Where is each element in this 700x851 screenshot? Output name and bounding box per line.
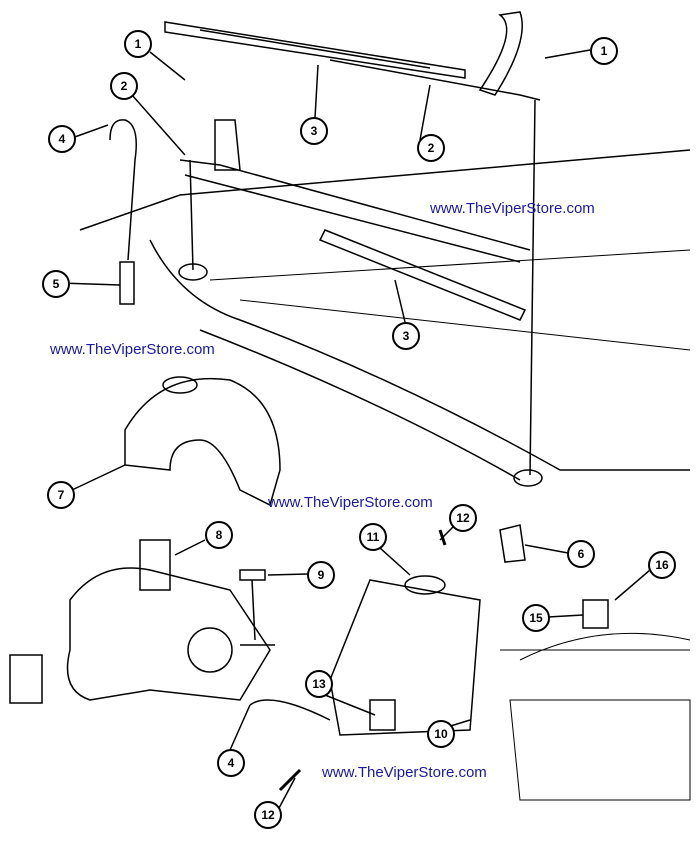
callout-4-hose-lower: 4 <box>217 749 245 777</box>
callout-10: 10 <box>427 720 455 748</box>
pivot-shaft-right <box>529 99 536 476</box>
lower-wiper-blade <box>318 229 527 321</box>
callout-11: 11 <box>359 523 387 551</box>
callout-6: 6 <box>567 540 595 568</box>
callout-1-nut-right: 1 <box>590 37 618 65</box>
washer-hose <box>109 119 137 261</box>
cowl-panel <box>79 149 691 481</box>
callout-8: 8 <box>205 521 233 549</box>
vehicle-inset <box>500 632 691 801</box>
motor-cover <box>124 377 281 507</box>
callout-16: 16 <box>648 551 676 579</box>
upper-wiper-arm <box>329 11 541 101</box>
callout-13: 13 <box>305 670 333 698</box>
watermark: www.TheViperStore.com <box>268 494 433 511</box>
callout-3-blade-upper: 3 <box>300 117 328 145</box>
callout-2-arm-left: 2 <box>110 72 138 100</box>
callout-12-upper: 12 <box>449 504 477 532</box>
callout-1-nut-left: 1 <box>124 30 152 58</box>
upper-wiper-blade <box>164 21 466 79</box>
pivot-shaft-left <box>189 159 194 271</box>
callout-3-blade-lower: 3 <box>392 322 420 350</box>
callout-9: 9 <box>307 561 335 589</box>
lower-wiper-arm <box>179 119 531 263</box>
callout-2-arm-right: 2 <box>417 134 445 162</box>
watermark: www.TheViperStore.com <box>322 764 487 781</box>
callout-15: 15 <box>522 604 550 632</box>
watermark: www.TheViperStore.com <box>430 200 595 217</box>
callout-12-lower: 12 <box>254 801 282 829</box>
callout-5: 5 <box>42 270 70 298</box>
wiper-motor <box>66 567 271 701</box>
washer-reservoir <box>329 579 481 736</box>
callout-4-hose-upper: 4 <box>48 125 76 153</box>
callout-7: 7 <box>47 481 75 509</box>
watermark: www.TheViperStore.com <box>50 341 215 358</box>
